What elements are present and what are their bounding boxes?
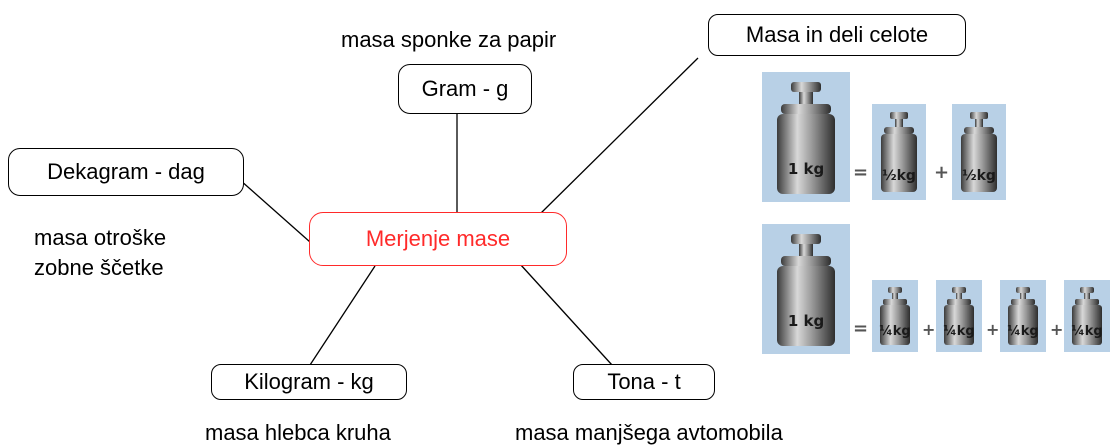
gram-caption: masa sponke za papir	[341, 27, 557, 52]
dekagram-node: Dekagram - dag	[8, 148, 244, 196]
weight-icon	[1008, 287, 1038, 345]
weight-icon	[961, 112, 997, 192]
weight-quarter-2: ¼kg	[936, 280, 982, 352]
line-tona	[519, 263, 613, 366]
plus-sign-row1: +	[934, 162, 950, 183]
tona-node: Tona - t	[573, 364, 715, 400]
masa-deli-label: Masa in deli celote	[745, 22, 929, 47]
gram-label: Gram - g	[421, 76, 509, 101]
equals-sign-row1: =	[853, 162, 869, 183]
kilogram-node: Kilogram - kg	[211, 364, 407, 400]
weight-icon	[881, 112, 917, 192]
kilogram-label: Kilogram - kg	[244, 369, 374, 394]
plus-sign-row2-3: +	[1050, 320, 1064, 339]
weight-icon	[880, 287, 910, 345]
dekagram-caption-line2: zobne ščetke	[34, 255, 164, 280]
weight-half-2: ½kg	[952, 104, 1006, 200]
weight-icon	[944, 287, 974, 345]
weight-label-quarter-1: ¼kg	[879, 324, 911, 339]
line-masa-deli	[539, 57, 699, 215]
weight-1kg-row1: 1 kg	[762, 72, 850, 202]
weight-half-1: ½kg	[872, 104, 926, 200]
weight-icon	[777, 82, 835, 194]
weight-label-quarter-2: ¼kg	[943, 324, 975, 339]
line-dekagram	[239, 179, 311, 243]
weight-icon	[1072, 287, 1102, 345]
plus-sign-row2-2: +	[986, 320, 1000, 339]
dekagram-label: Dekagram - dag	[47, 159, 205, 184]
weight-label-quarter-4: ¼kg	[1071, 324, 1103, 339]
kilogram-caption: masa hlebca kruha	[205, 420, 391, 445]
gram-node: Gram - g	[398, 64, 532, 114]
center-label: Merjenje mase	[365, 226, 511, 251]
masa-deli-node: Masa in deli celote	[708, 14, 966, 56]
tona-caption: masa manjšega avtomobila	[515, 420, 783, 445]
line-kilogram	[309, 265, 376, 366]
plus-sign-row2-1: +	[922, 320, 936, 339]
center-node: Merjenje mase	[309, 212, 567, 266]
weight-quarter-4: ¼kg	[1064, 280, 1110, 352]
tona-label: Tona - t	[607, 369, 681, 394]
weight-label-half-1: ½kg	[882, 168, 916, 184]
equals-sign-row2: =	[853, 318, 869, 339]
weight-label-1kg-row2: 1 kg	[787, 312, 825, 330]
dekagram-caption-line1: masa otroške	[34, 225, 167, 250]
weight-quarter-3: ¼kg	[1000, 280, 1046, 352]
weight-1kg-row2: 1 kg	[762, 224, 850, 354]
weight-label-1kg-row1: 1 kg	[787, 160, 825, 178]
weight-label-half-2: ½kg	[962, 168, 996, 184]
weight-quarter-1: ¼kg	[872, 280, 918, 352]
weight-icon	[777, 234, 835, 346]
weight-label-quarter-3: ¼kg	[1007, 324, 1039, 339]
